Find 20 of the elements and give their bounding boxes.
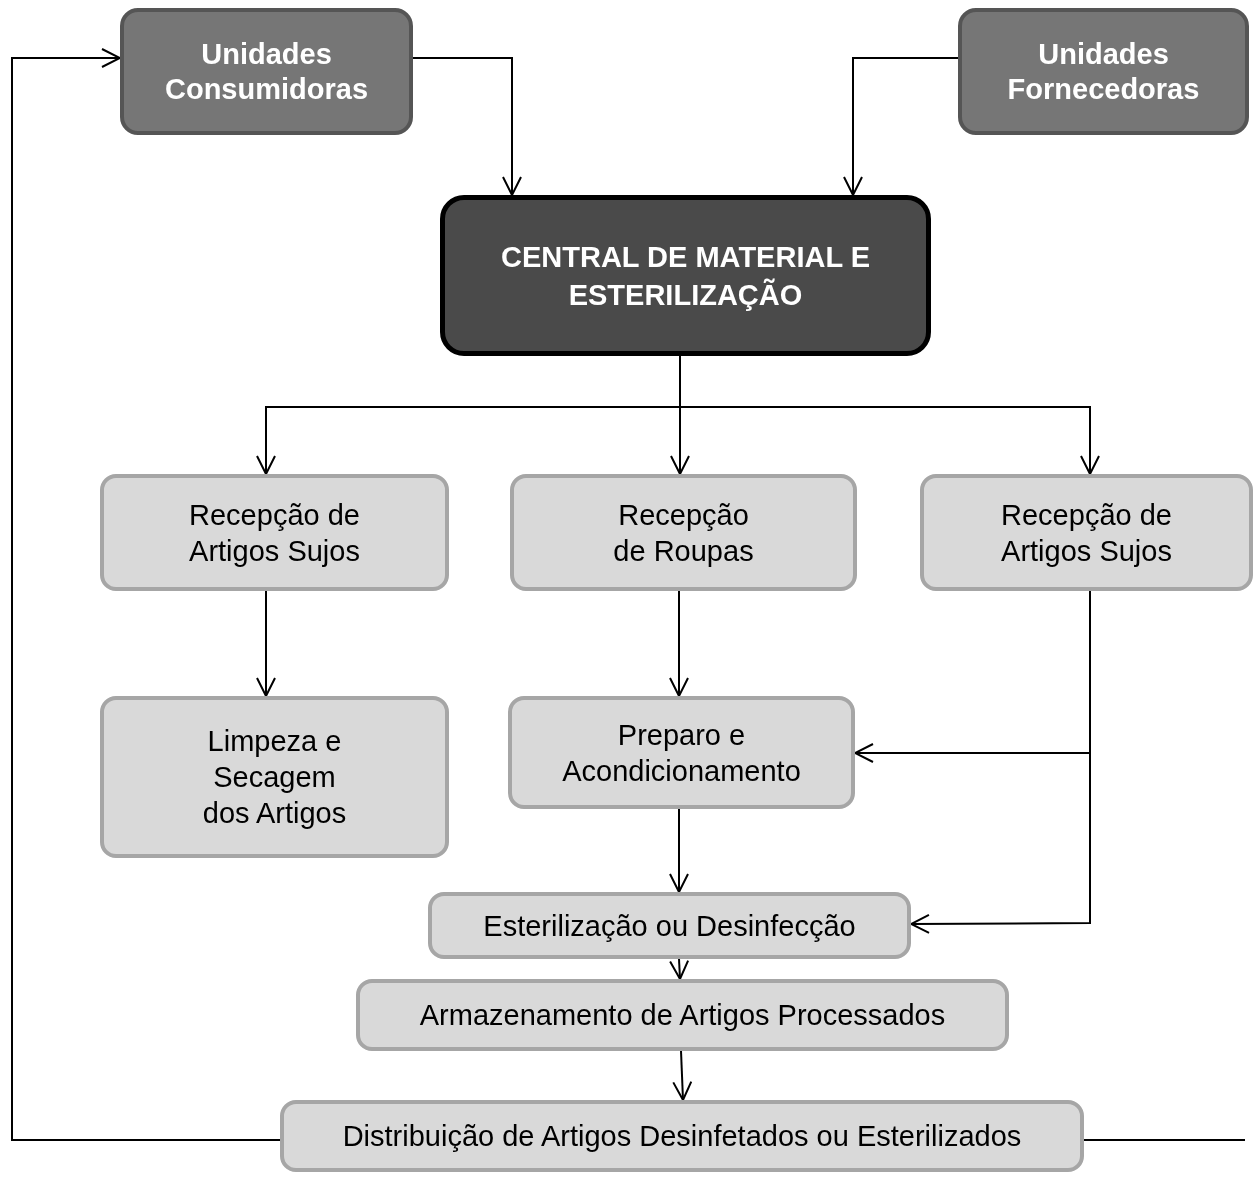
- arrow: [669, 590, 689, 697]
- unit-box: Unidades Consumidoras: [120, 8, 413, 135]
- process-box: Preparo e Acondicionamento: [508, 696, 855, 809]
- process-box: Recepção de Artigos Sujos: [100, 474, 449, 591]
- arrow: [672, 1050, 693, 1101]
- unit-box: Unidades Fornecedoras: [958, 8, 1249, 135]
- arrow: [256, 590, 276, 697]
- arrow: [412, 57, 522, 196]
- connector-line: [1083, 1139, 1246, 1141]
- process-box: Distribuição de Artigos Desinfetados ou Esterilizados: [280, 1100, 1084, 1172]
- process-box: Esterilização ou Desinfecção: [428, 892, 911, 959]
- arrow: [669, 808, 689, 893]
- central-box: CENTRAL DE MATERIAL E ESTERILIZAÇÃO: [440, 195, 931, 356]
- arrow: [843, 57, 959, 196]
- process-box: Recepção de Roupas: [510, 474, 857, 591]
- process-box: Recepção de Artigos Sujos: [920, 474, 1253, 591]
- process-box: Limpeza e Secagem dos Artigos: [100, 696, 449, 858]
- arrow: [669, 958, 690, 980]
- process-box: Armazenamento de Artigos Processados: [356, 979, 1009, 1051]
- arrow: [11, 48, 281, 1141]
